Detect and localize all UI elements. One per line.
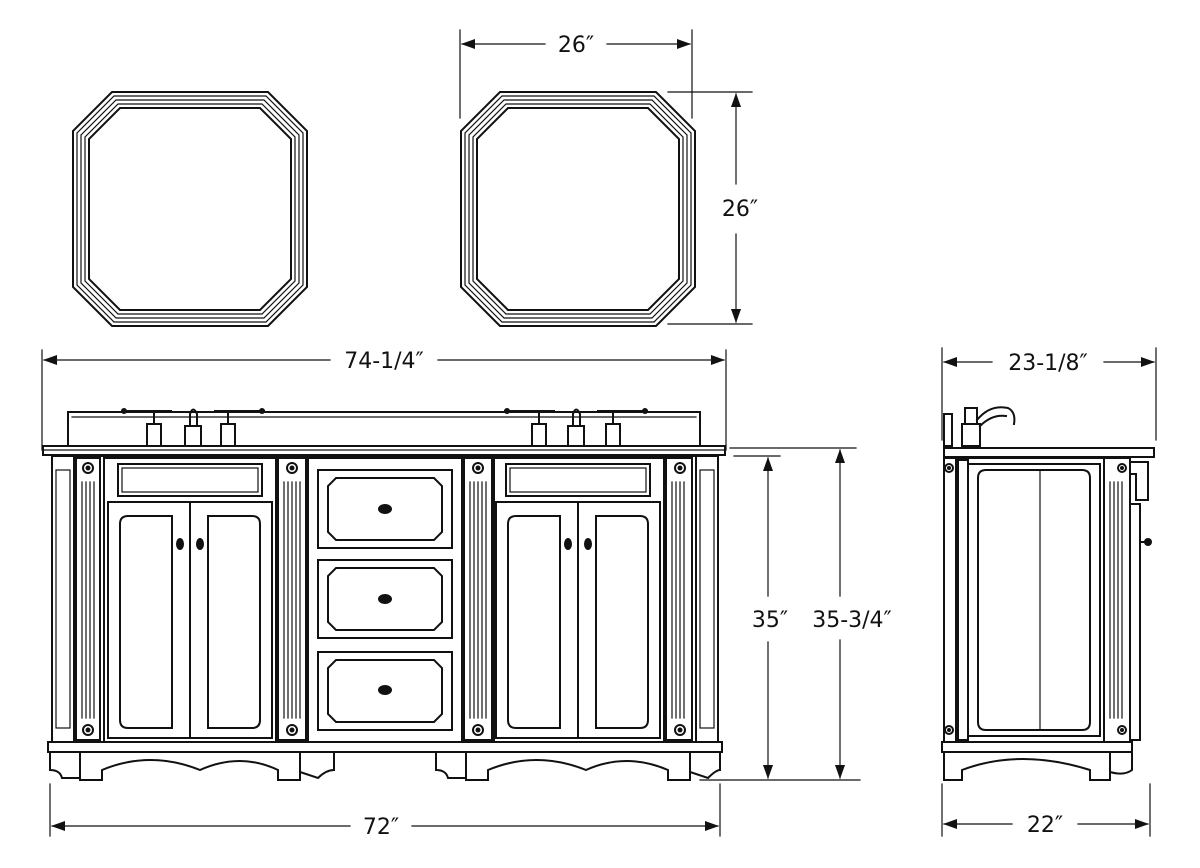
vanity-side-view [941,406,1155,781]
mirror-right [460,91,696,327]
vanity-top-width-dimension: 74-1/4″ [41,349,727,451]
vanity-total-height-label: 35-3/4″ [812,608,892,633]
left-sink-cabinet [103,457,277,743]
vanity-base [47,741,723,781]
side-faucet [961,406,1016,447]
faucet-left [121,408,265,447]
right-sink-cabinet [493,457,665,743]
center-drawers [307,457,463,743]
vanity-height-dimensions: 35″ 35-3/4″ [699,447,892,781]
mirror-left [72,91,308,327]
side-base-depth-dimension: 22″ [941,783,1151,838]
side-top-depth-label: 23-1/8″ [1008,351,1088,376]
vanity-front-view [42,408,726,781]
vanity-body-height-label: 35″ [752,608,788,633]
mirror-height-label: 26″ [722,197,758,222]
pilasters [75,457,693,741]
vanity-top-width-label: 74-1/4″ [344,349,424,374]
vanity-base-width-dimension: 72″ [49,783,721,840]
mirror-width-label: 26″ [558,33,594,58]
vanity-base-width-label: 72″ [363,815,399,840]
faucet-right [504,408,648,447]
side-base-depth-label: 22″ [1027,813,1063,838]
mirror-width-dimension: 26″ [459,29,693,119]
side-top-depth-dimension: 23-1/8″ [941,347,1157,441]
mirror-height-dimension: 26″ [667,91,758,325]
